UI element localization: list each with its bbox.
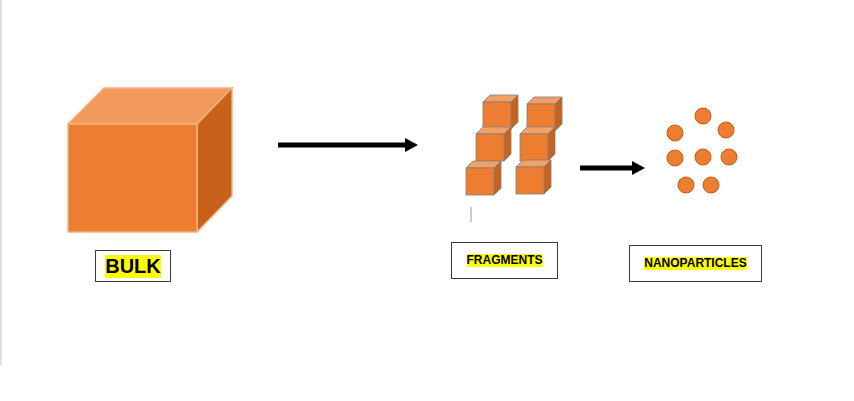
particle (667, 125, 683, 141)
particle (721, 149, 737, 165)
fragment-cubes (466, 95, 562, 195)
fragment-cube (527, 97, 562, 131)
stage-node: BULK (60, 80, 278, 285)
bulk-cube (68, 88, 232, 232)
stage-label: NANOPARTICLES (644, 257, 746, 271)
frame-line (0, 0, 2, 365)
fragment-cube (483, 95, 518, 129)
label-box: NANOPARTICLES (629, 245, 762, 282)
fragment-cube (516, 160, 551, 194)
stage-label: FRAGMENTS (467, 254, 543, 268)
particle (718, 122, 734, 138)
process-arrow (278, 143, 405, 148)
stage-label: BULK (105, 255, 161, 278)
particle (678, 177, 694, 193)
stage-node: FRAGMENTS (418, 80, 580, 285)
stage-node: NANOPARTICLES (645, 80, 775, 285)
particle (667, 150, 683, 166)
particle (695, 149, 711, 165)
fragment-cube (466, 161, 501, 195)
fragment-cube (520, 127, 555, 161)
cube-front (68, 124, 197, 232)
process-arrow (580, 166, 632, 171)
label-box: FRAGMENTS (451, 242, 558, 279)
nanoparticles (667, 108, 737, 193)
tick-mark (471, 207, 472, 222)
particle (695, 108, 711, 124)
particle (703, 177, 719, 193)
fragment-cube (476, 127, 511, 161)
cube-side (197, 88, 232, 232)
label-box: BULK (95, 250, 171, 282)
